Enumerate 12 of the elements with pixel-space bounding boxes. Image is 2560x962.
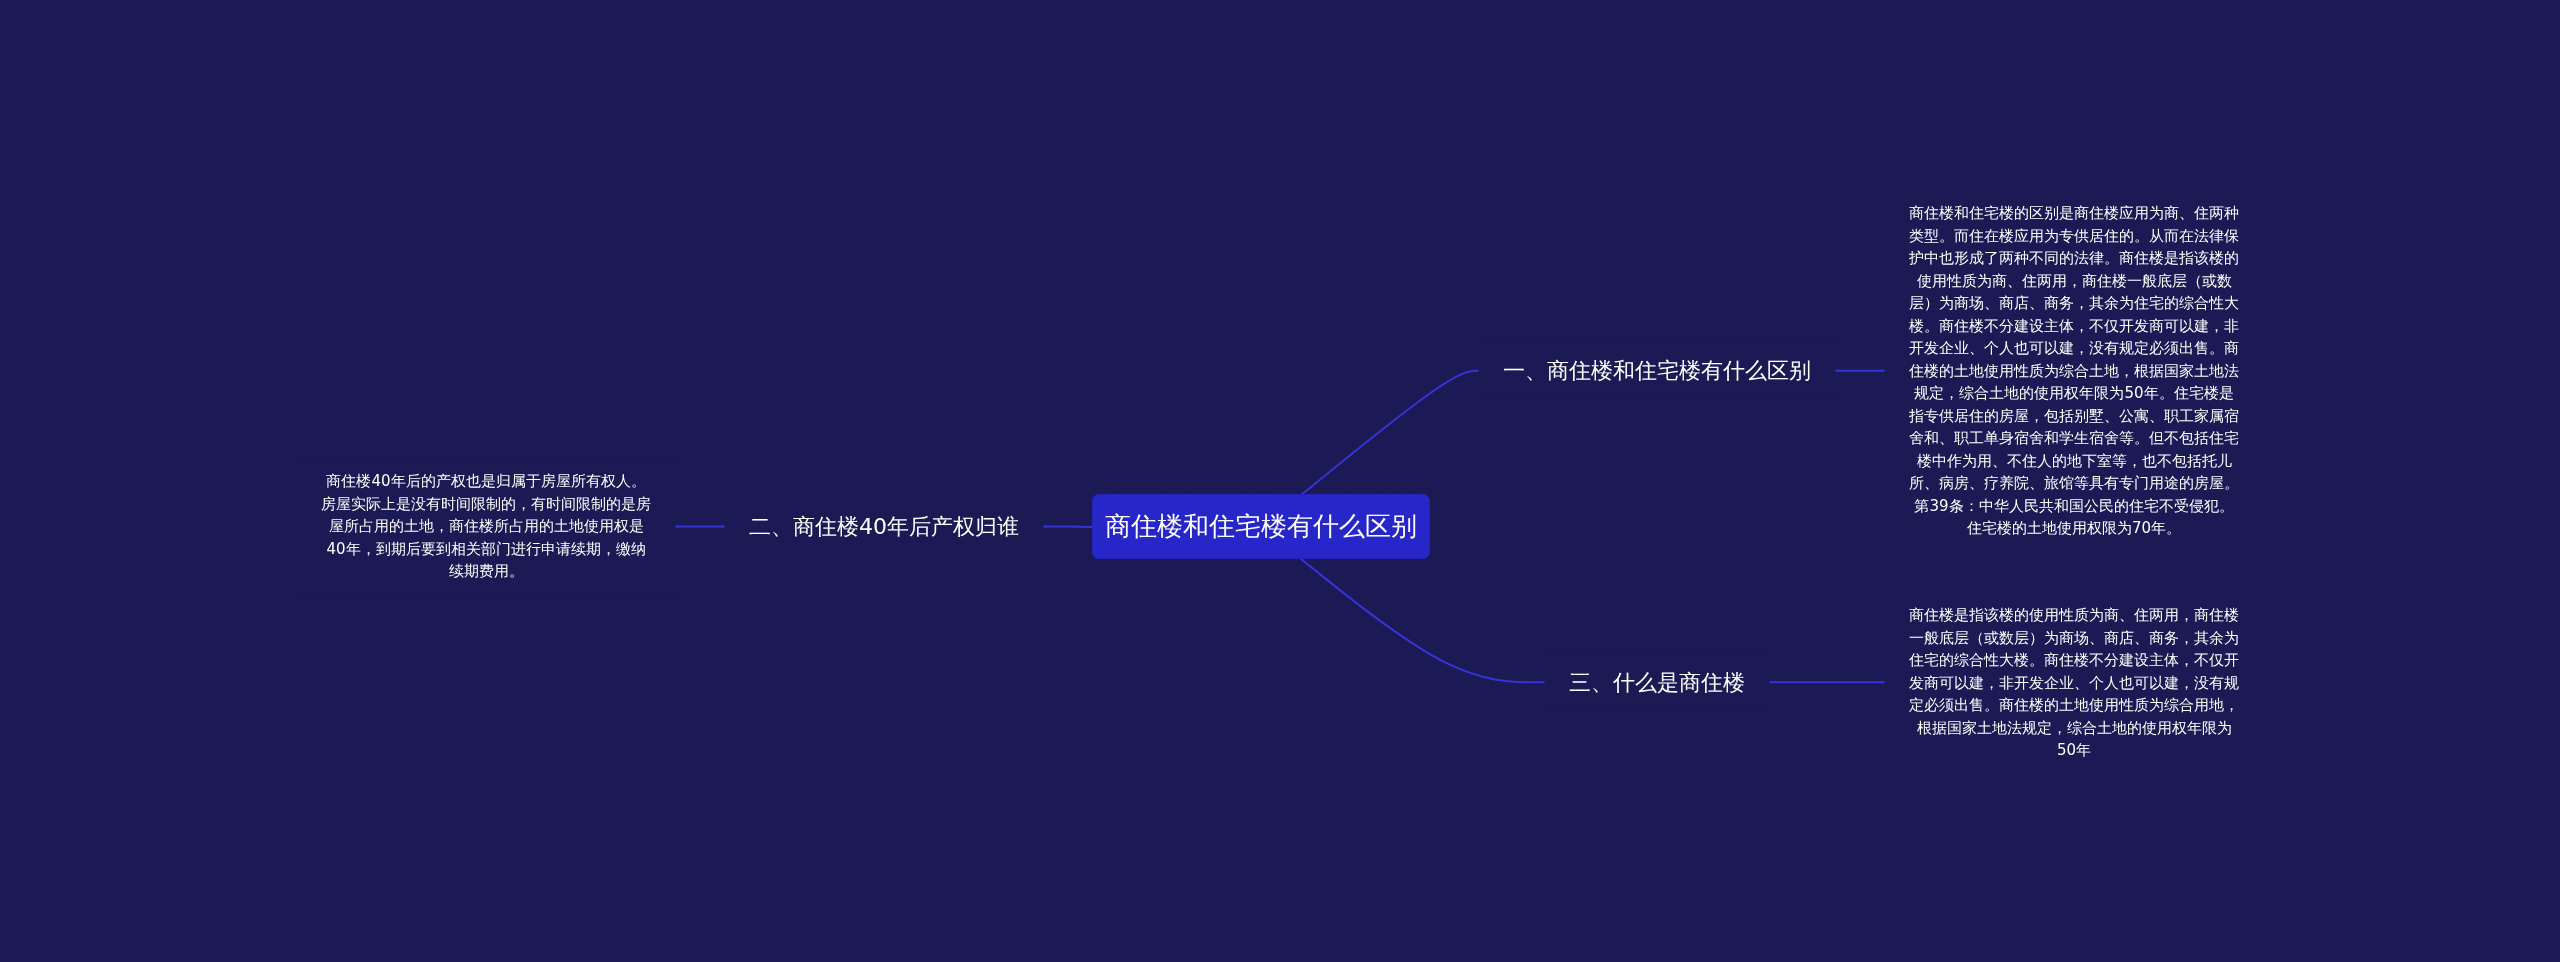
connector (674, 525, 726, 527)
connector (1768, 680, 1886, 683)
node-text: 一、商住楼和住宅楼有什么区别 (1503, 357, 1811, 383)
node-text: 商住楼和住宅楼的区别是商住楼应用为商、住两种类型。而住在楼应用为专供居住的。从而在法律保护中也形成了两种不同的法律。商住楼是指该楼的使用性质为商、住两用，商住楼一般底层（或数层）为商场、商店、商务，其余为住宅的综合性大楼。商住楼不分建设主体，不仅开发商可以建，非开发企业、个人也可以建，没有规定必须出售。商住楼的土地使用性质为综合土地，根据国家土地法规定，综合土地的使用权年限为50年。住宅楼是指专供居住的房屋，包括别墅、公寓、职工家属宿舍和、职工单身宿舍和学生宿舍等。但不包括住宅楼中作为用、不住人的地下室等，也不包括托儿所、病房、疗养院、旅馆等具有专门用途的房屋。第39条：中华人民共和国公民的住宅不受侵犯。住宅楼的土地使用权限为70年。 (1909, 203, 2239, 537)
node-text: 商住楼是指该楼的使用性质为商、住两用，商住楼一般底层（或数层）为商场、商店、商务，其余为住宅的综合性大楼。商住楼不分建设主体，不仅开发商可以建，非开发企业、个人也可以建，没有规定必须出售。商住楼的土地使用性质为综合用地，根据国家土地法规定，综合土地的使用权年限为50年 (1909, 605, 2239, 758)
connector (1299, 557, 1546, 683)
node-text: 三、什么是商住楼 (1569, 669, 1745, 695)
connector (1299, 369, 1480, 496)
node-text: 商住楼40年后的产权也是归属于房屋所有权人。房屋实际上是没有时间限制的，有时间限制的是房屋所占用的土地，商住楼所占用的土地使用权是40年，到期后要到相关部门进行申请续期，缴纳续期费用。 (321, 471, 651, 580)
connector (1834, 369, 1886, 372)
connector (1042, 525, 1095, 528)
node-text: 二、商住楼40年后产权归谁 (749, 513, 1019, 539)
